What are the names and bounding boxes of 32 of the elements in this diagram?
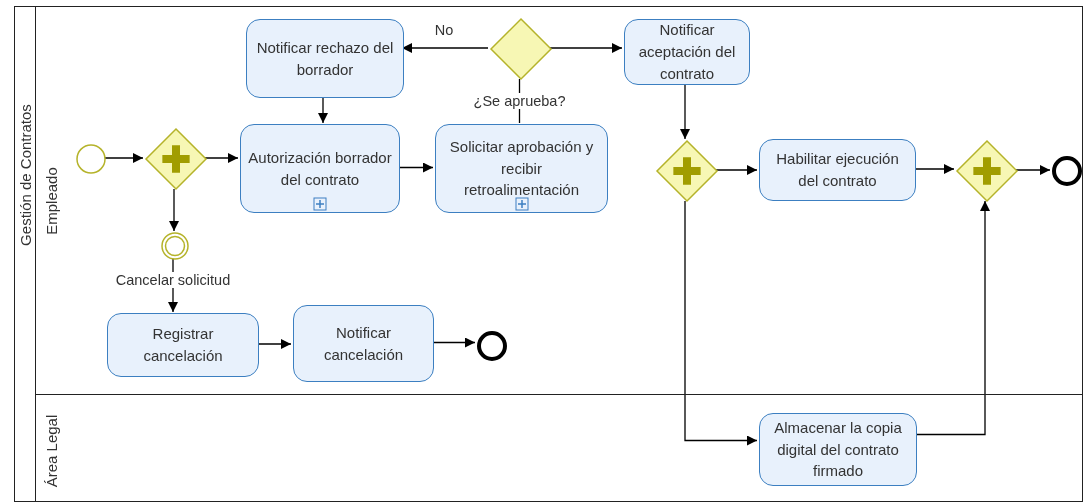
swimlane <box>35 7 1083 395</box>
start-event <box>76 144 106 174</box>
sequence-flow <box>318 96 328 124</box>
parallel-gateway <box>145 128 207 190</box>
lane-label: Área Legal <box>42 414 60 488</box>
sequence-flow <box>1015 165 1051 175</box>
task-box: Almacenar la copia digital del contrato firmado <box>759 413 917 486</box>
pool <box>14 6 1083 502</box>
parallel-gateway <box>956 140 1018 202</box>
end-event <box>477 331 507 361</box>
task-box: Habilitar ejecución del contrato <box>759 139 916 201</box>
edge-label: Cancelar solicitud <box>113 272 233 289</box>
end-event <box>1052 156 1082 186</box>
sequence-flow <box>204 153 239 163</box>
edge-label: ¿Se aprueba? <box>471 93 568 109</box>
parallel-gateway <box>656 140 718 202</box>
task-box: Notificar cancelación <box>293 305 434 382</box>
edge-label: No <box>432 22 456 38</box>
sequence-flow <box>680 83 690 140</box>
exclusive-gateway <box>490 18 552 80</box>
sequence-flow <box>169 188 179 232</box>
subprocess-box: Solicitar aprobación y recibir retroalimentación <box>435 124 608 213</box>
task-box: Notificar aceptación del contrato <box>624 19 750 85</box>
task-box: Registrar cancelación <box>107 313 259 377</box>
task-box: Notificar rechazo del borrador <box>246 19 404 98</box>
intermediate-event <box>161 232 189 260</box>
sequence-flow <box>715 165 758 175</box>
subprocess-box: Autorización borrador del contrato <box>240 124 400 213</box>
sequence-flow <box>684 200 758 446</box>
sequence-flow <box>549 43 623 53</box>
lane-label: Empleado <box>42 167 60 235</box>
pool-label: Gestión de Contratos <box>16 104 34 246</box>
